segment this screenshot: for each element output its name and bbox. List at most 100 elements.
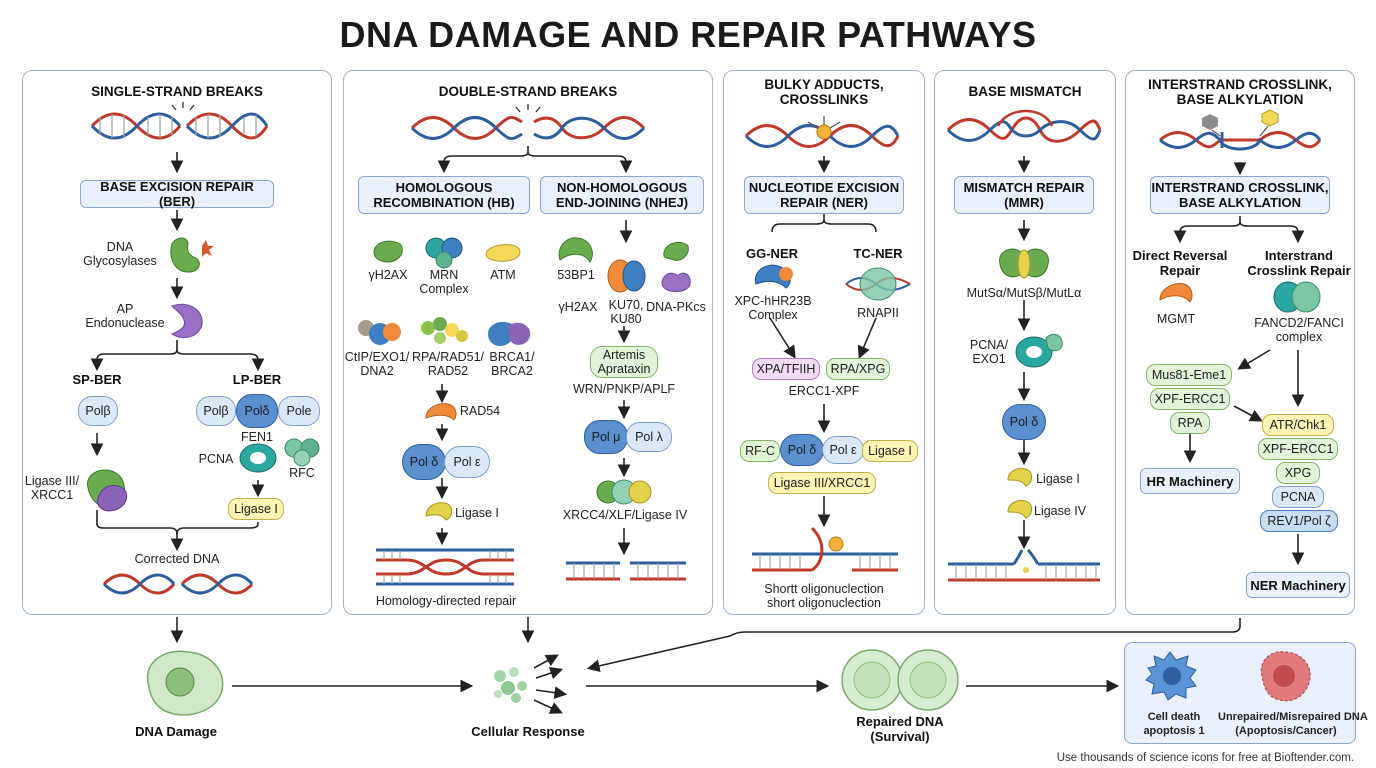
rpa-xpg-box: RPA/XPG [826, 358, 890, 380]
holliday-junction-icon [376, 548, 514, 586]
rev1-polz-box: REV1/Pol ζ [1260, 510, 1338, 532]
hr-machinery-box: HR Machinery [1140, 468, 1240, 494]
panel-title-icl: INTERSTRAND CROSSLINK, BASE ALKYLATION [1148, 77, 1332, 107]
atr-chk1-box: ATR/Chk1 [1262, 414, 1334, 436]
label-gh2ax: γH2AX [368, 268, 408, 282]
icl-box: INTERSTRAND CROSSLINK, BASE ALKYLATION [1150, 176, 1330, 214]
label-gh2ax-nhej: γH2AX [558, 300, 598, 314]
label-direct-reversal: Direct Reversal Repair [1132, 248, 1228, 278]
label-brca: BRCA1/ BRCA2 [489, 350, 535, 378]
label-ap-endonuclease: AP Endonuclease [85, 302, 165, 330]
pollambda-blob: Pol λ [626, 422, 672, 452]
excised-oligo-icon [752, 526, 898, 572]
xpf-ercc1-left-box: XPF-ERCC1 [1150, 388, 1230, 410]
label-hdr: Homology-directed repair [375, 594, 517, 608]
ligase3-ner-box: Ligase III/XRCC1 [768, 472, 876, 494]
rpa-icl-box: RPA [1170, 412, 1210, 434]
xpg-box: XPG [1276, 462, 1320, 484]
pcna-exo1-icon [1015, 333, 1063, 368]
label-xrcc4: XRCC4/XLF/Ligase IV [562, 508, 688, 522]
53bp1-icon [558, 237, 593, 263]
polb-sp-blob: Polβ [78, 396, 118, 426]
label-oligo: Shortt oligonuclection short oligonuclec… [764, 582, 884, 610]
cell-death-icon [1145, 651, 1197, 701]
label-mgmt: MGMT [1156, 312, 1196, 326]
label-rfc-ssb: RFC [289, 466, 315, 480]
cellular-response-icon [494, 667, 527, 703]
label-rnapii: RNAPII [857, 306, 899, 320]
fancd2-fanci-icon [1273, 281, 1321, 313]
label-xpc: XPC-hHR23B Complex [734, 294, 812, 322]
artemis-box: Artemis Aprataxin [590, 346, 658, 378]
label-dna-glycosylases: DNA Glycosylases [83, 240, 157, 268]
label-ku70-ku80: KU70, KU80 [608, 298, 644, 326]
label-gg-ner: GG-NER [746, 246, 798, 261]
ligase3-xrcc1-icon [86, 469, 128, 512]
atm-icon [485, 244, 521, 262]
polb-lp-blob: Polβ [196, 396, 236, 426]
panel-title-bulky: BULKY ADDUCTS, CROSSLINKS [764, 77, 884, 107]
hr-box: HOMOLOGOUS RECOMBINATION (HB) [358, 176, 530, 214]
cell-damage-icon [146, 650, 224, 716]
xrcc4-ligase4-icon [596, 479, 652, 505]
label-fen1: FEN1 [241, 430, 273, 444]
rnapii-icon [845, 267, 911, 301]
label-ercc1-xpf: ERCC1-XPF [788, 384, 860, 398]
dna-crosslink-icon [1159, 109, 1322, 151]
repaired-cells-icon [841, 649, 959, 711]
label-dna-damage: DNA Damage [135, 724, 217, 739]
pcna-icl-box: PCNA [1272, 486, 1324, 508]
dna-mismatch-icon [946, 109, 1102, 143]
label-mrn: MRN Complex [419, 268, 469, 296]
rfc-ner-box: RF-C [740, 440, 780, 462]
mus81-box: Mus81-Eme1 [1146, 364, 1232, 386]
polmu-blob: Pol μ [584, 420, 628, 454]
nhej-joined-dna-icon [566, 561, 686, 581]
xpf-ercc1-right-box: XPF-ERCC1 [1258, 438, 1338, 460]
ner-machinery-box: NER Machinery [1246, 572, 1350, 598]
brca-icon [488, 321, 531, 346]
panel-title-dsb: DOUBLE-STRAND BREAKS [438, 84, 618, 99]
label-icl-repair: Interstrand Crosslink Repair [1247, 248, 1351, 278]
pold-hr-blob: Pol δ [402, 444, 446, 480]
label-ligase3-xrcc1: Ligase III/ XRCC1 [24, 474, 80, 502]
ligase1-ner-box: Ligase I [862, 440, 918, 462]
label-repaired-dna: Repaired DNA (Survival) [856, 714, 944, 744]
label-fancd2: FANCD2/FANCI complex [1254, 316, 1344, 344]
mrn-complex-icon [425, 237, 463, 269]
mutsalpha-icon [999, 248, 1049, 279]
label-dna-pkcs: DNA-PKcs [646, 300, 706, 314]
dna-helix-broken-icon [90, 102, 269, 140]
label-atm: ATM [490, 268, 516, 282]
label-mutsalpha: MutSα/MutSβ/MutLα [966, 286, 1082, 300]
pold-ner-blob: Pol δ [780, 434, 824, 466]
label-sp-ber: SP-BER [72, 372, 122, 387]
ligase1-ssb-box: Ligase I [228, 498, 284, 520]
rfc-complex-icon [284, 438, 320, 467]
label-ligase4-mmr: Ligase IV [1034, 504, 1087, 518]
dna-adduct-icon [744, 116, 900, 148]
label-cell-death: Cell death apoptosis 1 [1143, 711, 1205, 737]
label-pcna-ssb: PCNA [198, 452, 234, 466]
label-rpa-rad51: RPA/RAD51/ RAD52 [411, 350, 484, 378]
page-title: DNA DAMAGE AND REPAIR PATHWAYS [339, 14, 1037, 55]
ber-box: BASE EXCISION REPAIR (BER) [80, 179, 274, 209]
rad54-icon [425, 403, 457, 421]
ap-endonuclease-icon [170, 303, 203, 339]
pold-lp-blob: Polδ [236, 394, 278, 428]
label-ligase1-hr: Ligase I [455, 506, 499, 520]
panel-double-strand-breaks [343, 70, 713, 615]
pole-hr-blob: Pol ε [444, 446, 490, 478]
pold-mmr-blob: Pol δ [1002, 404, 1046, 440]
xpc-complex-icon [754, 264, 793, 289]
footer-attribution: Use thousands of science icons for free … [1056, 752, 1354, 764]
ner-box: NUCLEOTIDE EXCISION REPAIR (NER) [744, 176, 904, 214]
ctip-exo1-icon [358, 320, 401, 345]
label-ligase1-mmr: Ligase I [1036, 472, 1080, 486]
ligase1-hr-icon [425, 502, 453, 521]
